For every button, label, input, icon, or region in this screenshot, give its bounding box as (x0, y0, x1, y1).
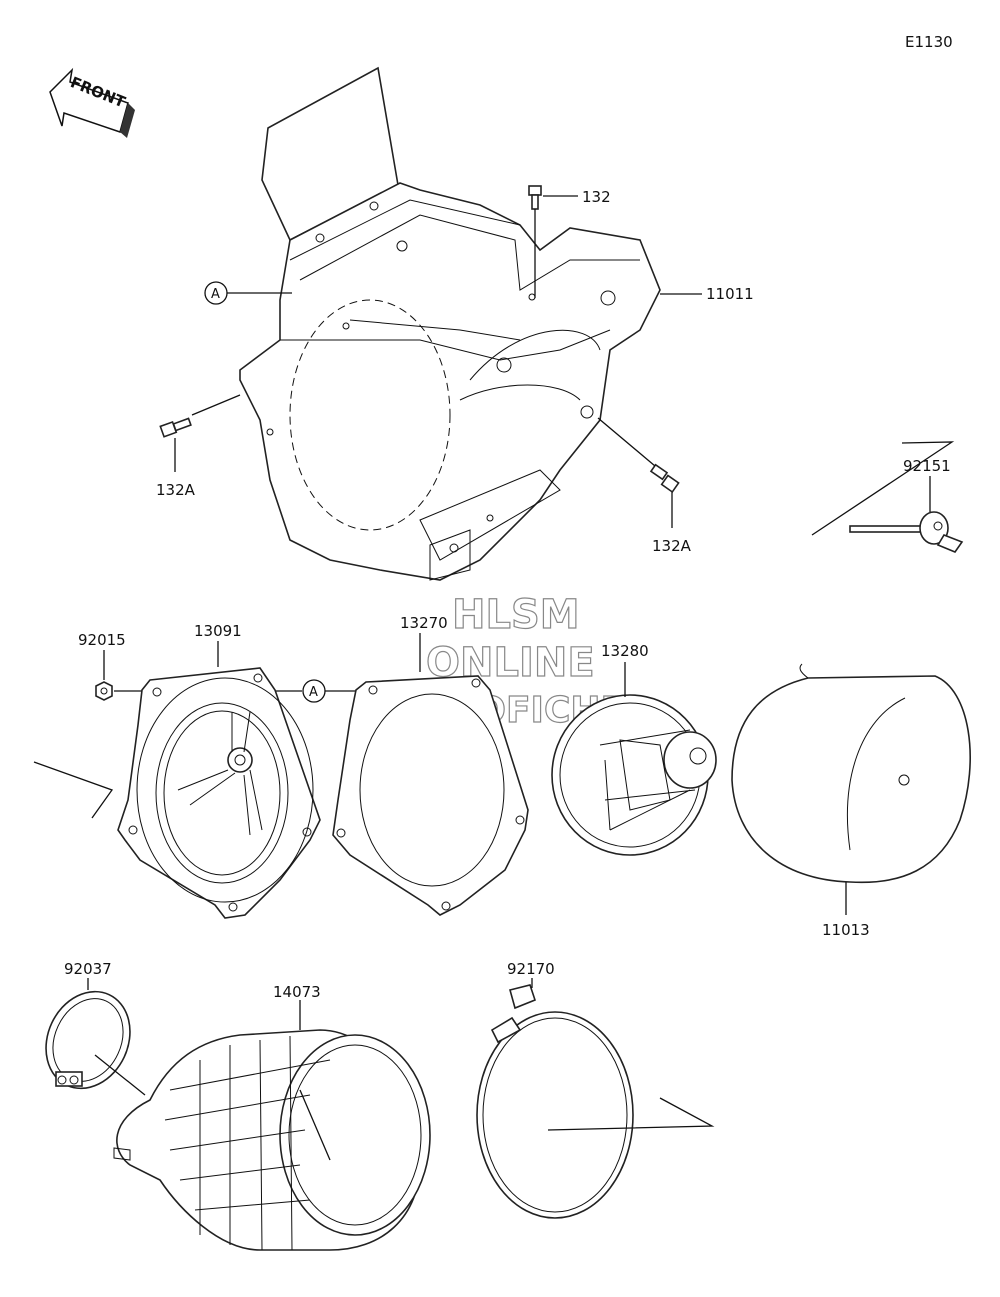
svg-text:A: A (309, 685, 318, 700)
label-11011: 11011 (706, 285, 754, 303)
watermark-line1: HLSM (452, 592, 580, 638)
bolt-132[interactable]: 132 (528, 185, 611, 298)
label-13280: 13280 (601, 642, 649, 660)
clamp-92170[interactable]: 92170 (476, 960, 715, 1219)
label-13270: 13270 (400, 614, 448, 632)
wing-bolt-92151[interactable]: 92151 (811, 441, 964, 553)
label-132: 132 (582, 188, 611, 206)
diagram-code: E1130 (905, 33, 953, 51)
callout-a-middle: A (302, 679, 360, 703)
bolt-132a-left[interactable]: 132A (156, 394, 241, 499)
gasket-13270[interactable]: 13270 (332, 614, 529, 916)
filter-holder-13091[interactable]: 13091 (33, 622, 321, 919)
label-11013: 11013 (822, 921, 870, 939)
label-132a-right: 132A (652, 537, 692, 555)
label-132a-left: 132A (156, 481, 196, 499)
callout-a-top: A (204, 281, 292, 305)
label-92015: 92015 (78, 631, 126, 649)
label-92151: 92151 (903, 457, 951, 475)
label-92037: 92037 (64, 960, 112, 978)
clamp-92037[interactable]: 92037 (31, 960, 146, 1102)
label-13091: 13091 (194, 622, 242, 640)
front-arrow-icon: FRONT (49, 67, 135, 138)
svg-text:A: A (211, 287, 220, 302)
bolt-132a-right[interactable]: 132A (597, 417, 692, 555)
air-cleaner-case-11011[interactable] (239, 66, 661, 581)
label-14073: 14073 (273, 983, 321, 1001)
filter-cage-13280[interactable]: 13280 (551, 642, 717, 856)
label-92170: 92170 (507, 960, 555, 978)
filter-element-11013[interactable]: 11013 (731, 663, 971, 939)
intake-duct-14073[interactable]: 14073 (113, 983, 431, 1251)
